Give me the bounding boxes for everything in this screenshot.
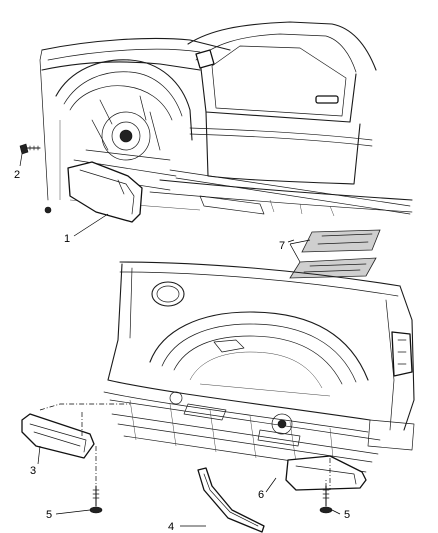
callout-1: 1	[64, 233, 70, 245]
callout-6: 6	[258, 489, 264, 501]
push-pin-left-icon	[89, 485, 103, 514]
callout-5-right: 5	[344, 509, 350, 521]
callout-3: 3	[30, 465, 36, 477]
front-truck-view	[19, 21, 413, 223]
rear-bed-view	[21, 261, 415, 533]
callout-5-left: 5	[46, 509, 52, 521]
push-pin-right-icon	[319, 485, 333, 514]
callout-7: 7	[279, 240, 285, 252]
floor-liner-parts	[289, 229, 381, 279]
callout-leaders	[19, 153, 341, 527]
callout-4: 4	[168, 521, 174, 533]
callout-2: 2	[14, 169, 20, 181]
push-pin-fastener-icon	[19, 143, 41, 155]
